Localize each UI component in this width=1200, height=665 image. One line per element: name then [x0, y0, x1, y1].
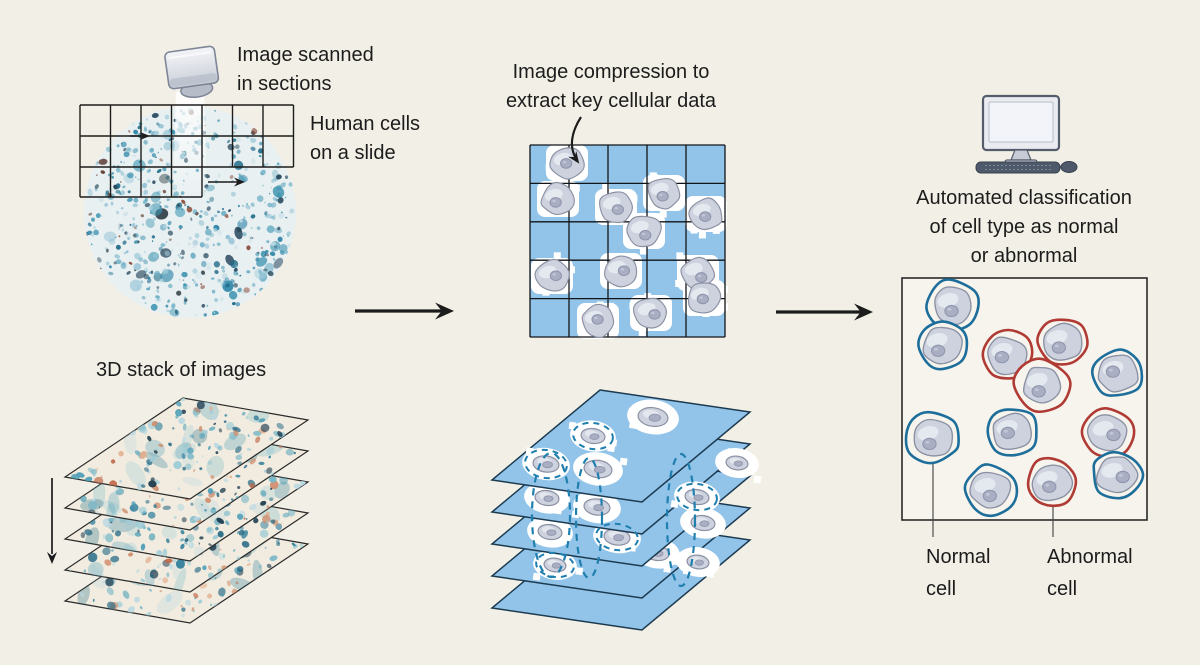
scan-sections-label: Image scanned in sections — [237, 44, 374, 95]
compression-grid — [529, 144, 729, 339]
abnormal-cell — [981, 328, 1034, 380]
abnormal-cell — [1026, 456, 1078, 508]
slide-scanner-icon — [164, 45, 220, 99]
stack3d-layers — [63, 397, 310, 624]
label-leader-lines — [932, 460, 1054, 537]
abnormal-cell — [1036, 318, 1089, 366]
normal-cell-label: Normal cell — [926, 546, 991, 600]
abnormal-cell — [1080, 406, 1136, 458]
tracking-dashed-lines — [524, 421, 718, 588]
scan-direction-arrows — [130, 132, 245, 187]
compression-pointer-arrow — [568, 116, 582, 164]
compression-title: Image compression to extract key cellula… — [505, 61, 717, 112]
compressed-stack-layers — [490, 389, 762, 631]
normal-cell — [925, 278, 980, 332]
compression-cells — [534, 147, 723, 338]
normal-cell — [1090, 348, 1144, 397]
scanner-beam — [173, 92, 207, 198]
classification-title: Automated classification of cell type as… — [916, 187, 1132, 267]
normal-cell — [986, 408, 1038, 457]
normal-cell — [904, 410, 960, 465]
stack3d-down-arrow — [47, 478, 57, 564]
abnormal-cell-label: Abnormal cell — [1047, 546, 1133, 600]
desktop-computer-icon — [975, 94, 1078, 174]
abnormal-cell — [1012, 357, 1072, 414]
normal-cell — [917, 320, 969, 371]
flow-arrows — [355, 302, 873, 321]
classified-cells — [904, 278, 1145, 518]
normal-cell — [1092, 450, 1145, 500]
normal-cell — [963, 463, 1019, 518]
scan-grid — [79, 104, 295, 198]
stack3d-title: 3D stack of images — [96, 359, 267, 381]
human-cells-label: Human cells on a slide — [310, 113, 421, 164]
